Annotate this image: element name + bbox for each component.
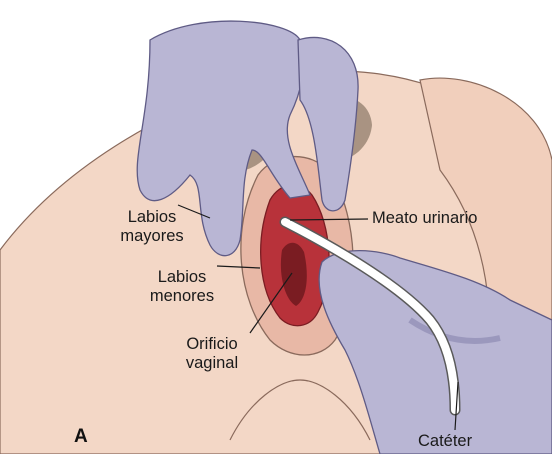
label-orificio-vaginal: Orificiovaginal [170,335,254,373]
label-cateter: Catéter [418,432,472,451]
label-labios-menores: Labiosmenores [140,268,224,306]
panel-letter: A [74,426,88,448]
label-labios-mayores: Labiosmayores [112,208,192,246]
label-meato-urinario: Meato urinario [372,209,477,228]
